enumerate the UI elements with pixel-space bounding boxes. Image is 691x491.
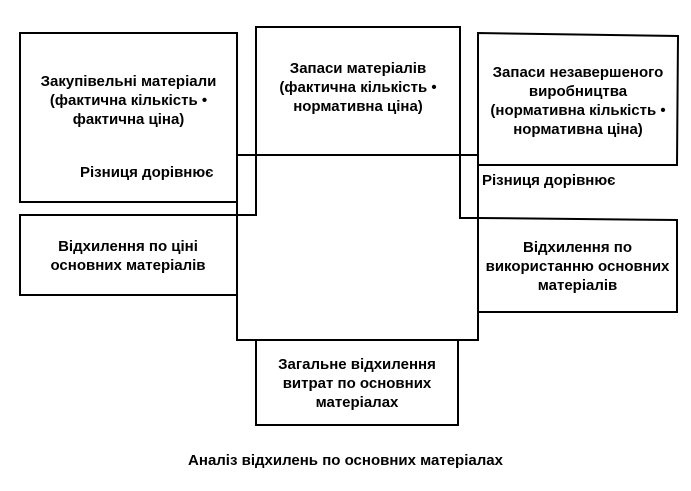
wip-inventory-box: Запаси незавершеного виробництва (нормат… xyxy=(490,63,666,138)
purchased-box-border xyxy=(19,32,238,340)
wip-box-border xyxy=(477,31,680,166)
usage-variance-box: Відхилення по використанню основних мате… xyxy=(485,238,670,294)
difference-label-left: Різниця дорівнює xyxy=(80,164,214,181)
price-variance-box: Відхилення по ціні основних матеріалів xyxy=(50,237,206,274)
total-variance-box: Загальне відхилення витрат по основних м… xyxy=(278,355,436,411)
inventory-right-connector xyxy=(459,155,478,219)
center-box-border xyxy=(236,154,479,341)
total-box-border xyxy=(255,340,459,426)
materials-inventory-box: Запаси матеріалів (фактична кількість • … xyxy=(279,60,437,115)
purchased-materials-box: Закупівельні матеріали (фактична кількіс… xyxy=(40,72,217,128)
difference-label-right: Різниця дорівнює xyxy=(482,172,616,189)
usage-box-border xyxy=(477,217,678,313)
diagram-caption: Аналіз відхилень по основних матеріалах xyxy=(188,452,503,469)
inventory-left-connector xyxy=(19,155,257,296)
